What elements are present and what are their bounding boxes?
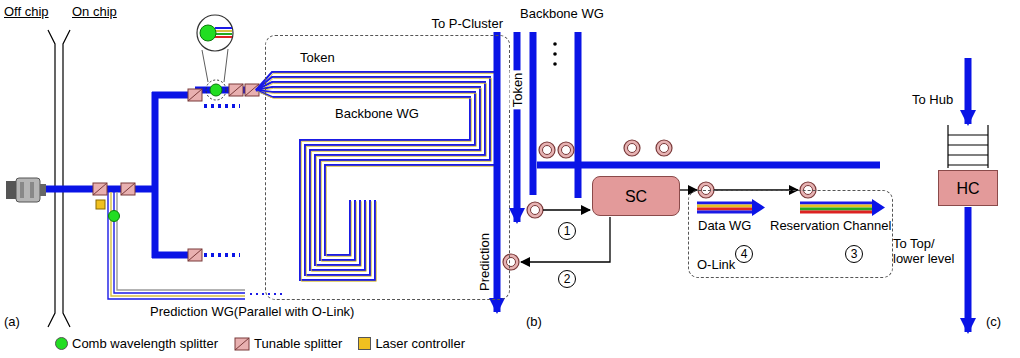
callout-number: 4 <box>735 245 753 263</box>
label: (a) <box>4 314 20 329</box>
backbone-line <box>257 91 476 276</box>
backbone-line <box>256 90 475 275</box>
zoom-inset <box>197 15 233 82</box>
node-text: To P-Cluster <box>431 16 503 31</box>
backbone-line <box>256 87 480 270</box>
label: On chip <box>72 4 117 19</box>
reservation-channel <box>800 199 885 216</box>
legend-text: Comb wavelength splitter <box>72 336 218 351</box>
label: Token <box>510 71 525 110</box>
data-waveguide <box>697 199 765 216</box>
label: Reservation Channel <box>770 218 891 233</box>
ellipsis-dots <box>553 42 557 66</box>
label: (b) <box>526 314 542 329</box>
queue-buffer <box>948 125 988 168</box>
label: Backbone WG <box>520 6 604 21</box>
node-text: SC <box>625 189 647 204</box>
controller-box: SC <box>592 176 680 216</box>
backbone-line <box>257 83 486 266</box>
legend-text: Tunable splitter <box>254 336 342 351</box>
legend-item: Comb wavelength splitter <box>55 336 218 351</box>
label: Off chip <box>4 4 49 19</box>
waveguide <box>46 90 254 258</box>
zoom-marker <box>206 80 226 100</box>
label: To Top/ lower level <box>893 236 961 266</box>
waveguide-continuation <box>204 106 240 255</box>
laser-controller <box>96 200 105 209</box>
cluster-region: To P-Cluster <box>265 35 510 300</box>
callout-number: 2 <box>558 270 576 288</box>
legend: Comb wavelength splitter Tunable splitter… <box>55 336 465 351</box>
tunable-splitter <box>93 84 259 261</box>
label: Prediction WG(Parallel with O-Link) <box>150 304 354 319</box>
laser-source <box>6 178 46 202</box>
callout-number: 1 <box>558 222 576 240</box>
backbone-line <box>257 73 496 256</box>
label: To Hub <box>912 92 953 107</box>
label: Data WG <box>698 218 751 233</box>
comb-splitter <box>210 84 222 96</box>
legend-swatch <box>55 337 68 350</box>
legend-swatch <box>358 337 371 350</box>
controller-box: HC <box>938 170 998 206</box>
node-text: O-Link <box>697 257 735 272</box>
microring <box>503 140 816 270</box>
legend-text: Laser controller <box>375 336 465 351</box>
backbone-serpentine <box>256 72 496 281</box>
comb-splitter <box>109 211 120 222</box>
legend-item: Laser controller <box>358 336 465 351</box>
label: (c) <box>986 314 1001 329</box>
callout-number: 3 <box>845 245 863 263</box>
label: Token <box>300 50 335 65</box>
backbone-line <box>256 77 490 260</box>
legend-item: Tunable splitter <box>234 336 342 351</box>
node-text: HC <box>956 181 979 196</box>
prediction-waveguide <box>108 192 285 299</box>
label: Backbone WG <box>335 106 419 121</box>
legend-swatch <box>234 337 250 351</box>
label: Prediction <box>477 233 492 291</box>
chip-edge <box>48 30 70 327</box>
backbone-line <box>256 90 470 280</box>
backbone-line <box>257 91 471 281</box>
link-region: O-Link <box>688 190 893 278</box>
